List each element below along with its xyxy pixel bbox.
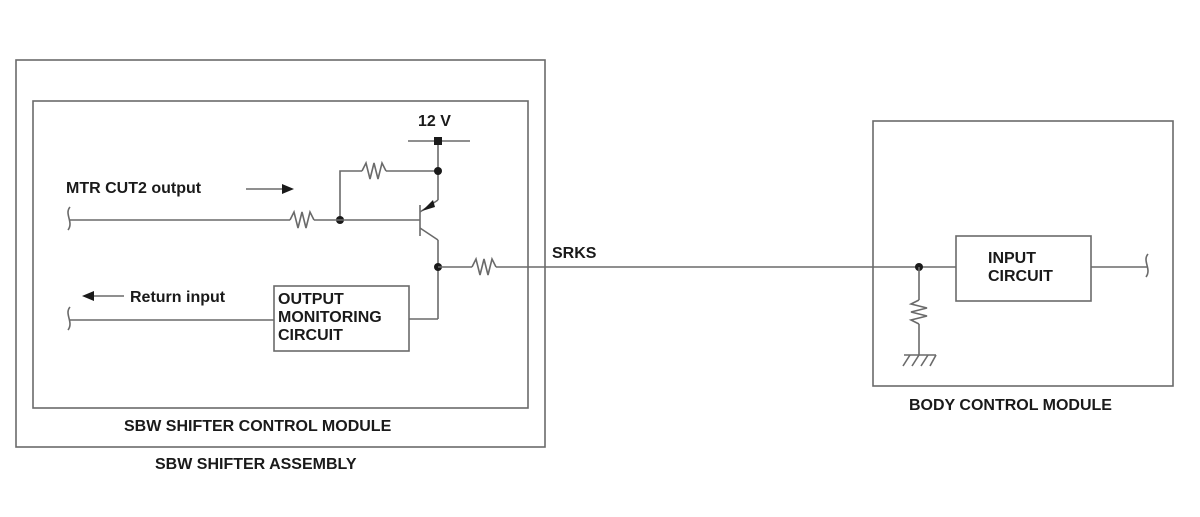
output-monitoring-label-line3: CIRCUIT [278, 327, 343, 344]
sbw-shifter-control-module-box [32, 100, 529, 409]
mtr-cut2-wire-break [67, 206, 71, 231]
supply-voltage-label: 12 V [418, 113, 451, 130]
srks-resistor [471, 256, 497, 276]
ground-hatch-4 [929, 354, 937, 367]
ground-hatch-3 [920, 354, 929, 367]
input-circuit-label-line2: CIRCUIT [988, 268, 1053, 285]
ground-hatch-1 [902, 354, 911, 367]
pulldown-resistor [908, 299, 928, 325]
transistor-emitter-arrow [422, 200, 435, 211]
bias-wire-left [339, 170, 362, 220]
sbw-shifter-control-module-label: SBW SHIFTER CONTROL MODULE [124, 418, 392, 435]
supply-terminal [434, 137, 442, 145]
output-monitoring-label-line1: OUTPUT [278, 291, 344, 308]
input-circuit-wire-break [1145, 253, 1149, 278]
body-control-module-label: BODY CONTROL MODULE [909, 397, 1112, 414]
mtr-cut2-arrow-head [282, 184, 294, 194]
sbw-shifter-assembly-label: SBW SHIFTER ASSEMBLY [155, 456, 357, 473]
input-circuit-box [955, 235, 1092, 302]
transistor-collector [419, 227, 439, 241]
bias-junction-emitter [434, 167, 442, 175]
input-circuit-label-line1: INPUT [988, 250, 1036, 267]
sbw-shifter-assembly-box [15, 59, 546, 448]
mtr-cut2-resistor [289, 209, 315, 229]
return-input-label: Return input [130, 289, 226, 306]
return-input-arrow-head [82, 291, 94, 301]
output-monitoring-label-line2: MONITORING [278, 309, 382, 326]
ground-hatch-2 [911, 354, 920, 367]
body-control-module-box [872, 120, 1174, 387]
mtr-cut2-label: MTR CUT2 output [66, 180, 202, 197]
srks-label: SRKS [552, 245, 597, 262]
return-input-wire-break [67, 306, 71, 331]
bias-resistor [361, 160, 387, 180]
